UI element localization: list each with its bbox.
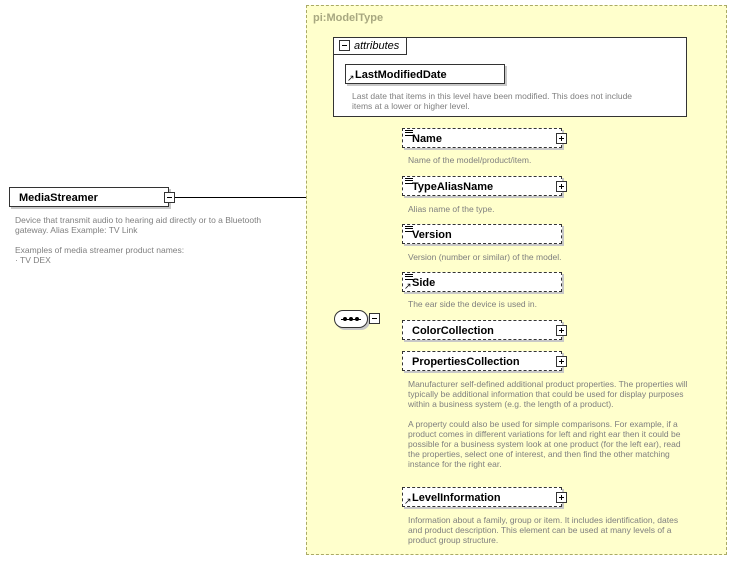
element-type-alias-name[interactable]: TypeAliasName (402, 176, 562, 196)
element-label: TypeAliasName (412, 181, 494, 193)
element-description: The ear side the device is used in. (408, 299, 537, 309)
element-label: Side (412, 277, 436, 289)
element-label: ColorCollection (412, 325, 494, 337)
collapse-icon[interactable] (164, 192, 175, 203)
element-description: Information about a family, group or ite… (408, 515, 679, 545)
model-type-title: pi:ModelType (313, 12, 384, 24)
expand-icon[interactable] (556, 356, 567, 367)
lines-icon (405, 130, 413, 136)
media-streamer-label: MediaStreamer (19, 192, 98, 204)
expand-icon[interactable] (556, 492, 567, 503)
sequence-compositor (334, 310, 368, 328)
element-description: Name of the model/product/item. (408, 155, 532, 165)
expand-icon[interactable] (556, 133, 567, 144)
attribute-name: LastModifiedDate (355, 69, 447, 81)
expand-icon[interactable] (556, 325, 567, 336)
element-label: PropertiesCollection (412, 356, 520, 368)
element-version[interactable]: Version (402, 224, 562, 244)
reference-arrow-icon: ↗ (347, 73, 355, 83)
expand-icon[interactable] (556, 181, 567, 192)
attributes-tab[interactable] (333, 37, 407, 55)
collapse-icon[interactable] (339, 40, 350, 51)
element-color-collection[interactable]: ColorCollection (402, 320, 562, 340)
media-streamer-element[interactable]: MediaStreamer (9, 187, 169, 207)
element-level-information[interactable]: ↗ LevelInformation (402, 487, 562, 507)
element-name[interactable]: Name (402, 128, 562, 148)
element-side[interactable]: ↗ Side (402, 272, 562, 292)
sequence-dot (355, 317, 359, 321)
attributes-label: attributes (354, 40, 400, 52)
reference-arrow-icon: ↗ (404, 496, 412, 506)
element-label: LevelInformation (412, 492, 501, 504)
reference-arrow-icon: ↗ (404, 281, 412, 291)
attribute-description: Last date that items in this level have … (352, 91, 633, 111)
attribute-last-modified-date[interactable]: ↗ LastModifiedDate (345, 64, 505, 84)
lines-icon (405, 226, 413, 232)
element-description: Version (number or similar) of the model… (408, 252, 562, 262)
element-properties-collection[interactable]: PropertiesCollection (402, 351, 562, 371)
element-description: Manufacturer self-defined additional pro… (408, 379, 688, 469)
sequence-dot (343, 317, 347, 321)
media-streamer-description: Device that transmit audio to hearing ai… (15, 215, 262, 265)
collapse-icon[interactable] (369, 313, 380, 324)
lines-icon (405, 178, 413, 184)
lines-icon (405, 274, 413, 280)
element-label: Name (412, 133, 442, 145)
element-description: Alias name of the type. (408, 204, 495, 214)
element-label: Version (412, 229, 452, 241)
sequence-dot (349, 317, 353, 321)
